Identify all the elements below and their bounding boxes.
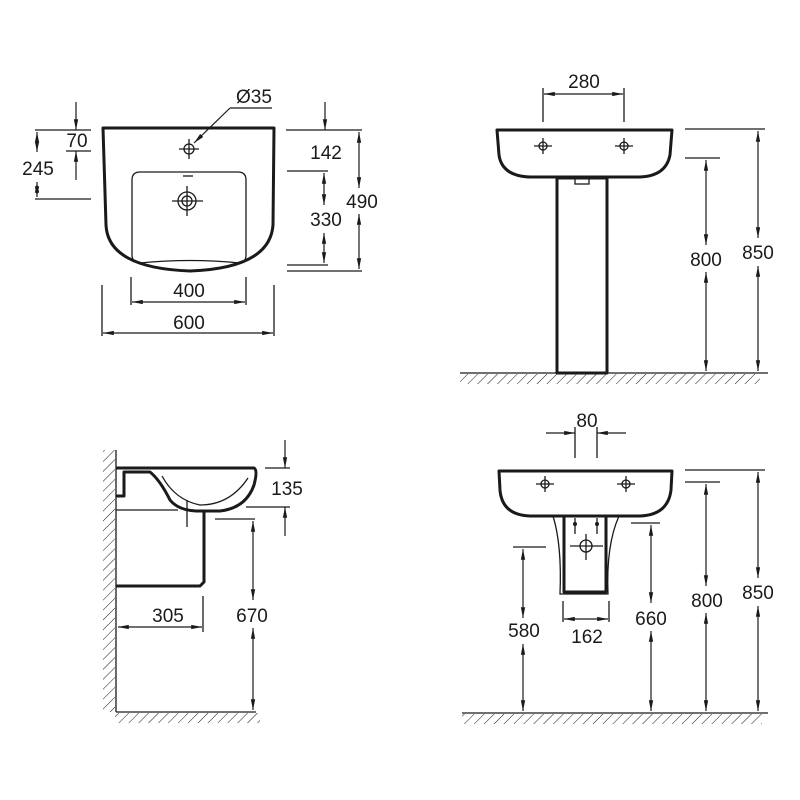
top-view: Ø35 70 245 142 330 490 400 600 — [22, 87, 378, 336]
basin-front — [497, 469, 674, 518]
basin-outline — [101, 126, 276, 273]
tap-hole-icon — [534, 138, 552, 154]
dim-bowl-width: 400 — [173, 281, 205, 302]
dim-fixing-spacing: 80 — [576, 411, 597, 432]
dim-drain-height: 660 — [635, 609, 667, 630]
dim-bowl-depth: 330 — [310, 210, 342, 231]
floor-hatch — [462, 714, 762, 724]
dim-overall-depth: 490 — [346, 192, 378, 213]
tap-hole-icon — [179, 139, 199, 159]
dim-pedestal-width: 162 — [571, 627, 603, 648]
tap-hole-icon — [617, 476, 635, 492]
dim-drain-height: 670 — [236, 606, 268, 627]
pedestal — [555, 176, 609, 375]
semi-pedestal-front-view: 80 580 162 660 800 850 — [462, 411, 774, 724]
drain-icon — [570, 534, 603, 560]
dim-rim-height: 850 — [742, 243, 774, 264]
dim-projection: 305 — [152, 606, 184, 627]
dim-overall-width: 600 — [173, 313, 205, 334]
dim-bowl-offset: 245 — [22, 159, 54, 180]
pedestal-front-view: 280 800 850 — [460, 72, 774, 384]
basin-front — [495, 128, 674, 179]
tap-hole-icon — [615, 138, 633, 154]
bowl-outline — [131, 171, 247, 264]
semi-pedestal-side-view: 135 305 670 — [103, 440, 303, 723]
dim-rim-to-bowl: 142 — [310, 143, 342, 164]
basin-side — [116, 466, 258, 513]
dim-hole-offset: 70 — [66, 131, 87, 152]
dim-basin-depth: 135 — [271, 479, 303, 500]
floor-hatch — [460, 374, 760, 384]
dim-rim-height-inner: 800 — [690, 250, 722, 271]
floor-hatch — [115, 713, 260, 723]
dim-rim-height: 850 — [742, 583, 774, 604]
semi-pedestal-side — [116, 512, 206, 588]
wall-hatch — [103, 450, 115, 712]
dim-pedestal-bottom: 580 — [508, 621, 540, 642]
semi-pedestal — [562, 517, 608, 594]
dim-hole-diameter: Ø35 — [236, 87, 272, 108]
dim-tap-spacing: 280 — [568, 72, 600, 93]
tap-hole-icon — [536, 476, 554, 492]
dim-rim-height-inner: 800 — [691, 591, 723, 612]
drain-icon — [172, 186, 203, 216]
